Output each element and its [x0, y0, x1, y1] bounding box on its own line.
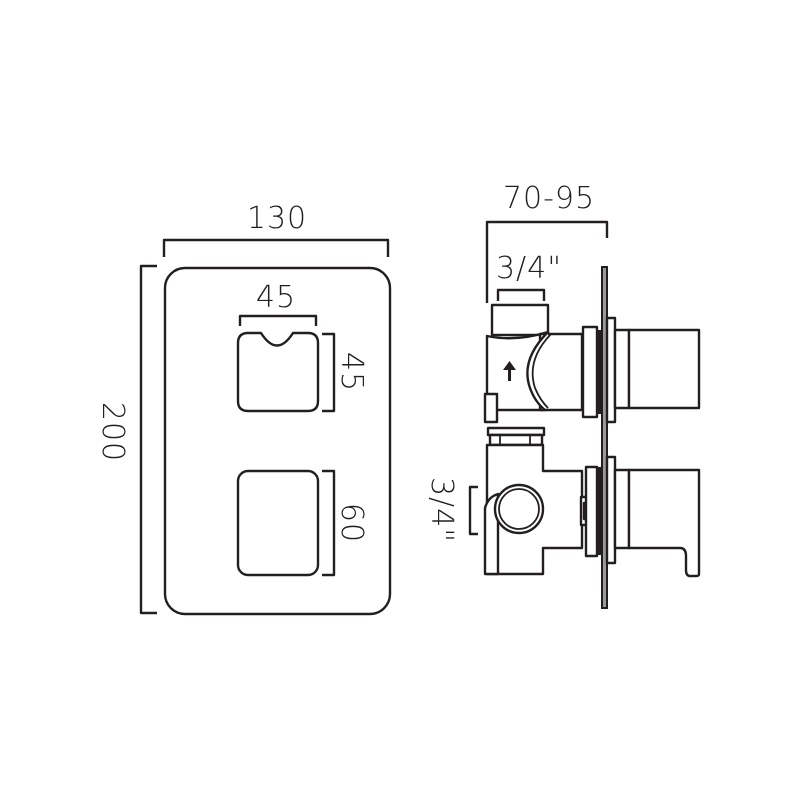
- dimension-bracket-height: [139, 264, 157, 615]
- dimension-label-top-handle-width: 45: [256, 280, 296, 315]
- dimension-side-outlet: 3/4": [424, 477, 478, 543]
- dimension-depth: 70-95: [485, 181, 609, 303]
- dimension-bracket-top-handle-width: [238, 314, 318, 326]
- bottom-handle-outline: [236, 469, 320, 577]
- top-flange: [581, 325, 599, 419]
- dimension-label-side-outlet: 3/4": [424, 477, 459, 543]
- thread-nut: [488, 433, 544, 447]
- dimension-bottom-handle-height: 60: [322, 469, 369, 577]
- dimension-bracket-width: [162, 238, 390, 257]
- top-valve-curve: [526, 331, 549, 411]
- dimension-label-depth: 70-95: [503, 181, 595, 216]
- dimension-label-top-handle-height: 45: [334, 352, 369, 392]
- top-valve-tab: [483, 392, 499, 424]
- side-outlet-inner: [498, 488, 540, 530]
- top-handle-side: [627, 328, 701, 410]
- dimension-height-200: 200: [95, 264, 157, 615]
- top-handle-neck: [613, 328, 631, 410]
- bottom-handle-neck: [613, 468, 631, 550]
- dimension-top-inlet: 3/4": [496, 251, 562, 301]
- bottom-handle-side: [627, 468, 701, 578]
- top-flange-seal: [596, 330, 602, 414]
- top-valve-curve-inner: [531, 333, 552, 409]
- faceplate-outline: [163, 266, 392, 616]
- dimension-top-handle-height: 45: [322, 332, 369, 413]
- top-inlet-stub: [490, 303, 550, 337]
- dimension-label-faceplate-height: 200: [95, 402, 130, 462]
- side-view: 70-95 3/4": [424, 181, 701, 609]
- dimension-label-faceplate-width: 130: [247, 201, 307, 236]
- dimension-bracket-top-inlet: [496, 288, 546, 301]
- bottom-flange-seal: [596, 467, 602, 555]
- dimension-label-bottom-handle-height: 60: [334, 503, 369, 543]
- front-view: 130 200 45 45: [95, 201, 392, 616]
- side-outlet-ring: [493, 483, 545, 535]
- bottom-flange: [584, 465, 599, 558]
- dimension-label-top-inlet: 3/4": [496, 251, 562, 286]
- wall-faceplate-edge: [601, 266, 608, 609]
- top-handle-outline: [236, 331, 320, 413]
- dimension-bracket-top-handle-height: [322, 332, 336, 413]
- dimension-bracket-bottom-handle-height: [322, 469, 336, 577]
- dimension-bracket-side-outlet: [468, 485, 478, 536]
- dimension-bracket-depth: [485, 220, 609, 303]
- dimension-width-130: 130: [162, 201, 390, 257]
- up-arrow-icon: [503, 361, 516, 381]
- dimension-top-handle-width: 45: [238, 280, 318, 326]
